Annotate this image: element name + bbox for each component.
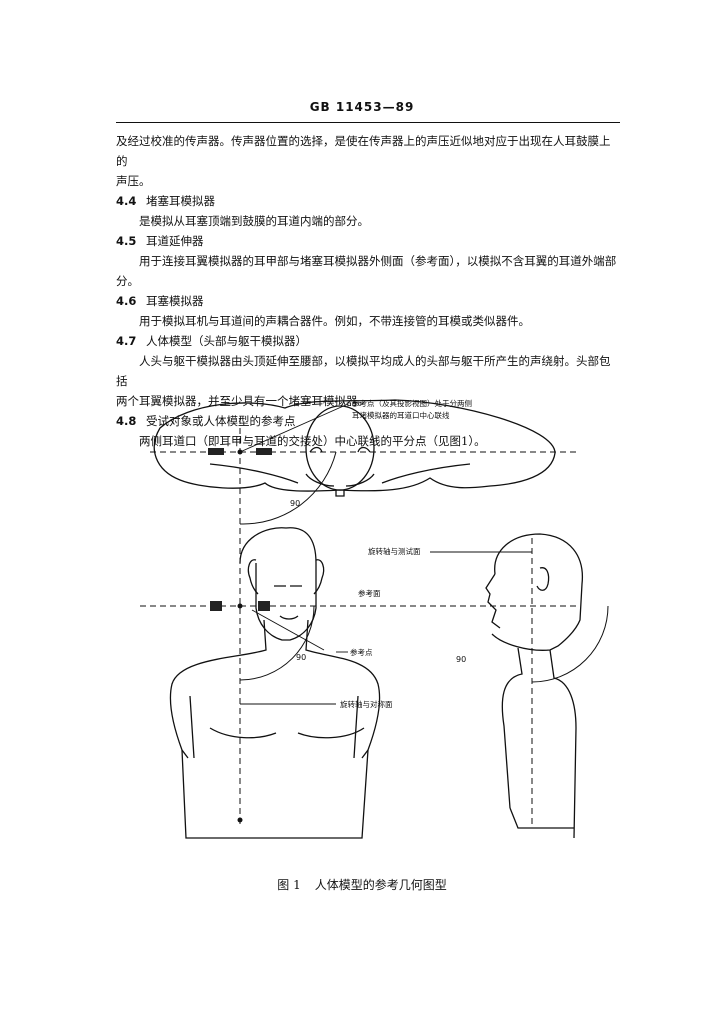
top-view-head-shoulders [153, 399, 556, 497]
side-view-profile [485, 533, 584, 839]
section-4-7-heading: 4.7 人体模型（头部与躯干模拟器） [116, 331, 620, 351]
section-4-5-heading: 4.5 耳道延伸器 [116, 231, 620, 251]
body-text: 及经过校准的传声器。传声器位置的选择，是使在传声器上的声压近似地对应于出现在人耳… [116, 131, 620, 451]
figure-caption-text: 人体模型的参考几何图型 [314, 878, 447, 892]
figure-caption: 图 1 人体模型的参考几何图型 [0, 876, 724, 893]
section-number: 4.8 [116, 414, 137, 428]
section-number: 4.7 [116, 334, 137, 348]
angle-label-front: 90 [296, 653, 306, 662]
paragraph-continued: 及经过校准的传声器。传声器位置的选择，是使在传声器上的声压近似地对应于出现在人耳… [116, 134, 611, 168]
label-reference-point: 参考点 [350, 647, 373, 657]
ear-marker [210, 601, 222, 611]
reference-geometry-figure: 90 90 90 参考点（及其投影视图）处于分两侧 耳堵模拟器的耳道口中心联线 … [140, 398, 609, 839]
section-4-7-text: 人头与躯干模拟器由头顶延伸至腰部，以模拟平均成人的头部与躯干所产生的声绕射。头部… [116, 354, 611, 388]
front-view-torso [169, 527, 381, 839]
paragraph-continued-end: 声压。 [116, 174, 151, 188]
section-4-7-text-end: 两个耳翼模拟器，并至少具有一个堵塞耳模拟器。 [116, 394, 369, 408]
section-title: 耳道延伸器 [146, 234, 204, 248]
label-reference-plane: 参考面 [358, 588, 381, 598]
section-4-4-text: 是模拟从耳塞顶端到鼓膜的耳道内端的部分。 [139, 214, 369, 228]
section-title: 耳塞模拟器 [146, 294, 204, 308]
header-rule [116, 122, 620, 123]
label-rotation-axis-test-plane: 旋转轴与测试面 [368, 546, 421, 556]
section-title: 人体模型（头部与躯干模拟器） [146, 334, 307, 348]
ear-marker [258, 601, 270, 611]
reference-point-marker [237, 603, 243, 609]
section-4-5-text-end: 分。 [116, 274, 139, 288]
label-rotation-axis-symmetry-plane: 旋转轴与对称面 [340, 699, 393, 709]
angle-label-top: 90 [290, 499, 300, 508]
section-4-8-text: 两侧耳道口（即耳甲与耳道的交接处）中心联线的平分点（见图1）。 [139, 434, 486, 448]
section-title: 堵塞耳模拟器 [146, 194, 215, 208]
section-number: 4.5 [116, 234, 137, 248]
section-4-8-heading: 4.8 受试对象或人体模型的参考点 [116, 411, 620, 431]
section-4-6-text: 用于模拟耳机与耳道间的声耦合器件。例如，不带连接管的耳模或类似器件。 [139, 314, 530, 328]
section-4-5-text: 用于连接耳翼模拟器的耳甲部与堵塞耳模拟器外侧面（参考面），以模拟不含耳翼的耳道外… [139, 254, 617, 268]
figure-number: 图 1 [277, 878, 301, 892]
section-number: 4.6 [116, 294, 137, 308]
label-reference-point-projection: 参考点（及其投影视图）处于分两侧 [352, 398, 472, 408]
section-4-4-heading: 4.4 堵塞耳模拟器 [116, 191, 620, 211]
label-reference-point-projection-cont: 耳堵模拟器的耳道口中心联线 [352, 410, 450, 420]
section-4-6-heading: 4.6 耳塞模拟器 [116, 291, 620, 311]
ear-marker [208, 448, 224, 455]
section-number: 4.4 [116, 194, 137, 208]
page-header: GB 11453—89 [309, 100, 415, 114]
reference-point-marker [237, 817, 243, 823]
angle-label-side: 90 [456, 655, 466, 664]
section-title: 受试对象或人体模型的参考点 [146, 414, 296, 428]
ear-marker [256, 448, 272, 455]
